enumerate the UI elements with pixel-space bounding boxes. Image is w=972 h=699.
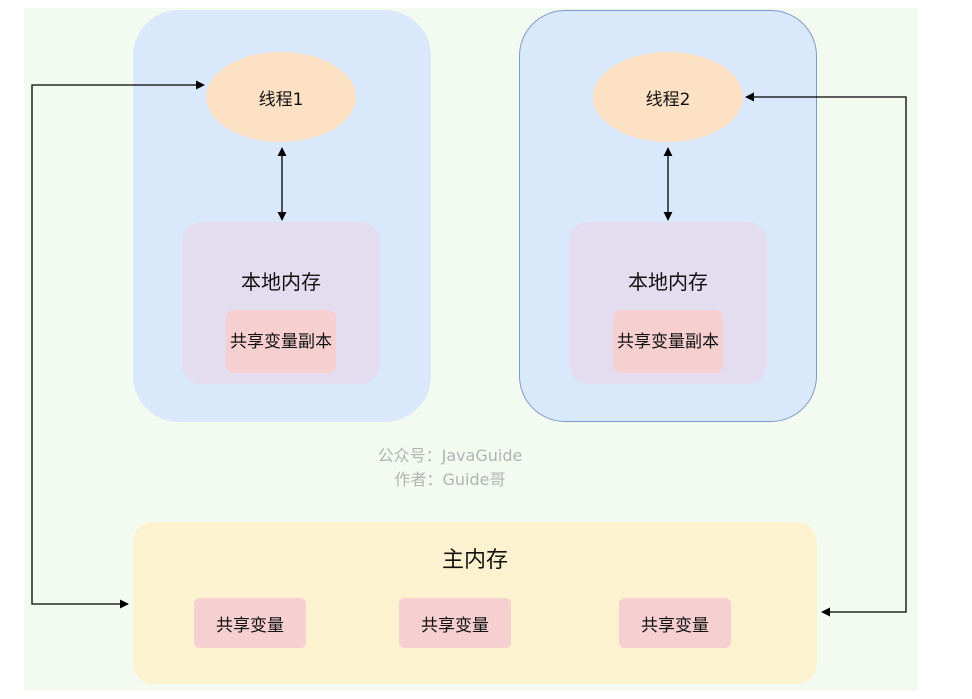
main-memory: 主内存 共享变量 共享变量 共享变量 [133,522,817,684]
thread-1-label: 线程1 [258,89,304,110]
local-memory-title: 本地内存 [628,270,708,294]
shared-variable: 共享变量 [194,598,306,648]
watermark-account: 公众号：JavaGuide [377,446,523,465]
thread-1-node: 线程1 [206,52,356,142]
thread-1-local-memory: 本地内存 共享变量副本 [182,222,380,384]
main-memory-title: 主内存 [441,548,508,573]
thread-2-label: 线程2 [645,89,691,110]
shared-variable-copy: 共享变量副本 [613,310,723,373]
thread-2-main-memory-arrow [745,92,907,617]
watermark-author: 作者：Guide哥 [394,470,506,489]
local-memory-title: 本地内存 [241,270,321,294]
thread-2-node: 线程2 [593,52,743,142]
thread-1-main-memory-arrow [31,80,205,609]
shared-variable: 共享变量 [619,598,731,648]
thread-2-local-memory: 本地内存 共享变量副本 [569,222,767,384]
shared-variable: 共享变量 [399,598,511,648]
shared-variable-copy: 共享变量副本 [226,310,336,373]
